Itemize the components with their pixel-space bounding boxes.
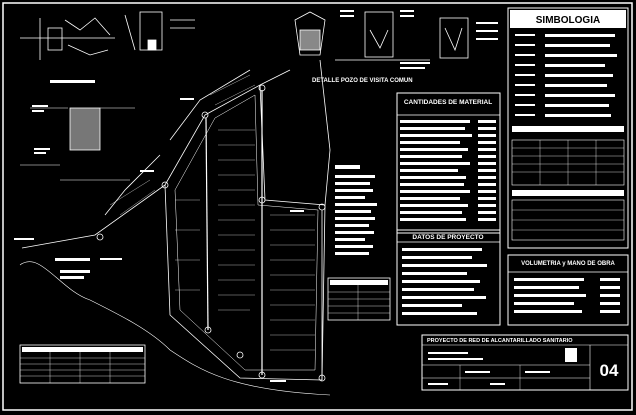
- sheet-frame: [2, 2, 633, 411]
- simbologia-panel: [507, 7, 629, 249]
- sheet-number: 04: [600, 361, 619, 380]
- manholes: [96, 84, 326, 382]
- datos-proyecto-title: DATOS DE PROYECTO: [412, 234, 483, 241]
- detail-pozo-title: DETALLE POZO DE VISITA COMUN: [312, 78, 413, 84]
- detail-drawings-top-left: [20, 11, 195, 60]
- pipe-labels: [60, 98, 304, 382]
- detail-zanja: [20, 80, 135, 181]
- site-plan: [19, 59, 331, 396]
- pipe-table: [19, 344, 146, 384]
- summary-table-mid: [327, 277, 391, 321]
- simbologia-title: SIMBOLOGIA: [536, 15, 600, 26]
- detail-pozo-visita: [294, 11, 469, 61]
- datos-proyecto-panel: [396, 229, 501, 326]
- title-block: [421, 334, 629, 391]
- volumetria-title: VOLUMETRIA y MANO DE OBRA: [521, 261, 615, 267]
- site-plan-lot-lines: [109, 74, 315, 351]
- cantidades-panel: [396, 92, 501, 234]
- volumetria-panel: [507, 254, 629, 326]
- project-title: PROYECTO DE RED DE ALCANTARILLADO SANITA…: [427, 338, 573, 344]
- cantidades-title: CANTIDADES DE MATERIAL: [404, 99, 492, 106]
- notes-block: [335, 165, 377, 255]
- simbologia-table: [511, 126, 625, 241]
